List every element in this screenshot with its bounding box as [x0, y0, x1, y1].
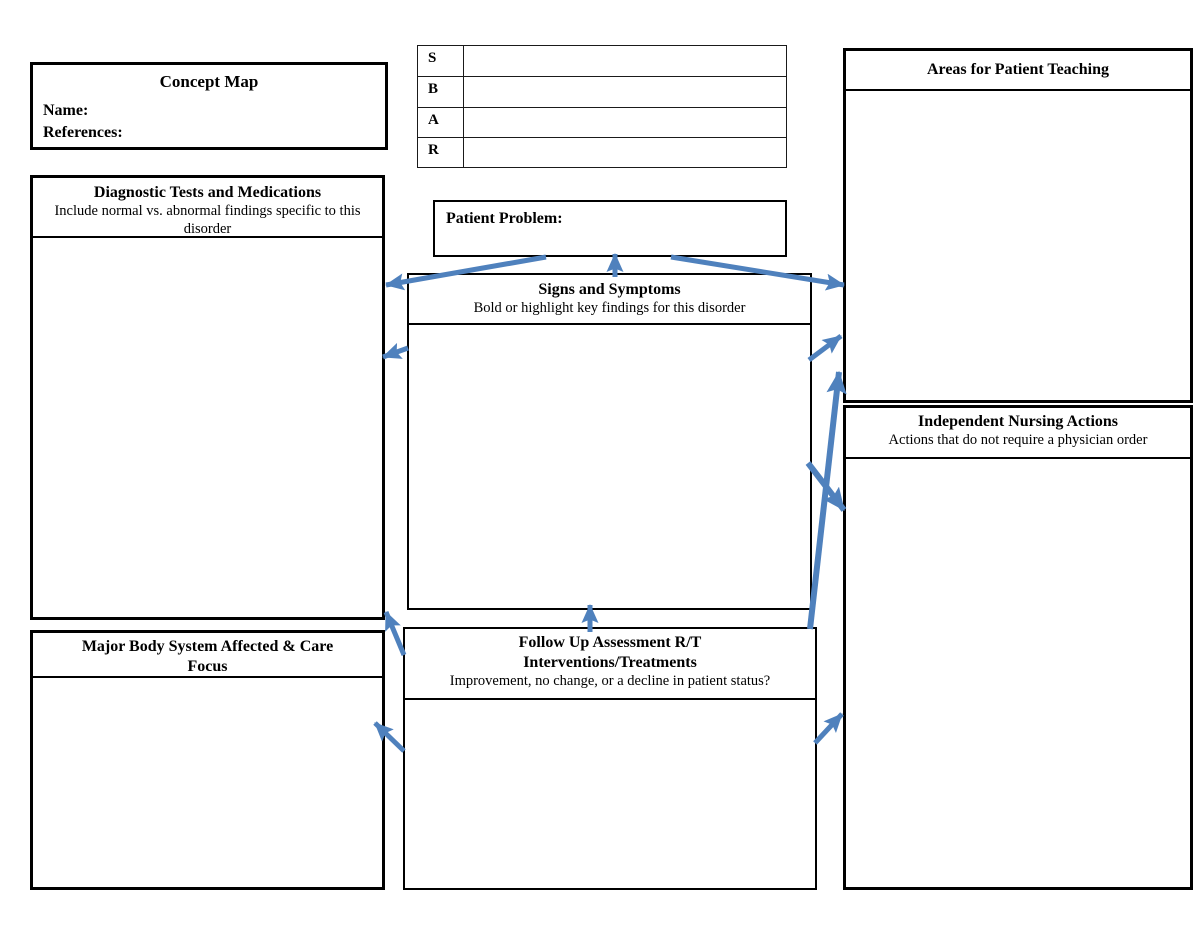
sbar-table: S B A R	[417, 45, 787, 168]
arrow-follow-up-to-independent-nursing	[813, 712, 844, 745]
areas-teaching-content-area[interactable]	[846, 93, 1190, 400]
diagnostic-tests-subtitle: Include normal vs. abnormal findings spe…	[54, 203, 361, 237]
diagnostic-tests-box: Diagnostic Tests and Medications Include…	[30, 175, 385, 620]
signs-symptoms-box: Signs and Symptoms Bold or highlight key…	[407, 273, 812, 610]
follow-up-subtitle: Improvement, no change, or a decline in …	[449, 673, 771, 689]
signs-symptoms-subtitle: Bold or highlight key findings for this …	[473, 300, 746, 316]
follow-up-title-line1: Follow Up Assessment R/T	[518, 634, 702, 651]
diagnostic-tests-content-area[interactable]	[33, 240, 382, 617]
name-field-label[interactable]: Name:	[43, 102, 89, 120]
major-body-box: Major Body System Affected & Care Focus	[30, 630, 385, 890]
diagnostic-tests-title: Diagnostic Tests and Medications	[93, 184, 322, 201]
major-body-title-line2: Focus	[187, 658, 228, 675]
major-body-title-line1: Major Body System Affected & Care	[81, 638, 334, 655]
sbar-row-value-b[interactable]	[464, 76, 786, 106]
signs-symptoms-title: Signs and Symptoms	[538, 281, 681, 298]
sbar-row-value-r[interactable]	[464, 136, 786, 167]
follow-up-content-area[interactable]	[405, 702, 815, 888]
arrow-signs-symptoms-to-diagnostic-tests	[382, 342, 409, 360]
concept-map-title: Concept Map	[159, 72, 259, 91]
concept-map-title-box: Concept Map Name: References:	[30, 62, 388, 150]
independent-nursing-subtitle: Actions that do not require a physician …	[888, 432, 1148, 448]
arrow-follow-up-to-areas-teaching	[807, 370, 847, 630]
independent-nursing-content-area[interactable]	[846, 461, 1190, 887]
follow-up-title-line2: Interventions/Treatments	[523, 654, 697, 671]
major-body-content-area[interactable]	[33, 680, 382, 887]
sbar-row-value-a[interactable]	[464, 106, 786, 137]
sbar-row-label-a: A	[418, 106, 464, 137]
arrow-signs-symptoms-to-independent-nursing	[805, 461, 847, 512]
references-field-label[interactable]: References:	[43, 123, 123, 141]
sbar-row-label-s: S	[418, 46, 464, 77]
signs-symptoms-content-area[interactable]	[409, 327, 810, 608]
areas-teaching-title: Areas for Patient Teaching	[926, 61, 1110, 78]
independent-nursing-box: Independent Nursing Actions Actions that…	[843, 405, 1193, 890]
independent-nursing-title: Independent Nursing Actions	[917, 413, 1119, 430]
areas-teaching-box: Areas for Patient Teaching	[843, 48, 1193, 403]
sbar-row-value-s[interactable]	[464, 46, 786, 76]
patient-problem-box: Patient Problem:	[433, 200, 787, 257]
arrow-signs-symptoms-to-areas-teaching	[807, 334, 843, 362]
sbar-row-label-b: B	[418, 76, 464, 107]
patient-problem-label[interactable]: Patient Problem:	[446, 210, 563, 227]
follow-up-box: Follow Up Assessment R/T Interventions/T…	[403, 627, 817, 890]
sbar-row-label-r: R	[418, 136, 464, 167]
arrow-follow-up-to-diagnostic-tests	[383, 611, 407, 656]
